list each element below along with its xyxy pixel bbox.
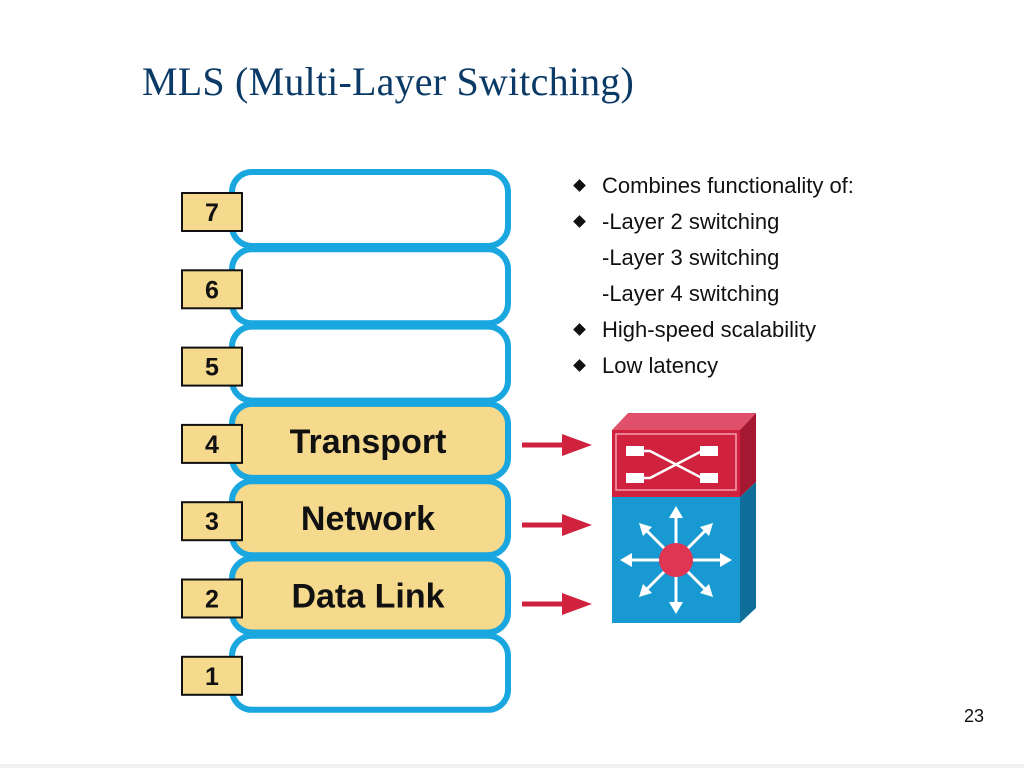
multilayer-switch-icon [612, 413, 756, 623]
osi-layer-box [229, 169, 511, 249]
layer-number: 6 [205, 276, 219, 304]
layer-name: Transport [290, 423, 447, 461]
osi-layer-6: 6 [181, 246, 511, 327]
page-number: 23 [964, 706, 985, 726]
layer-number-box [181, 501, 243, 542]
bullet-text: Combines functionality of: [602, 173, 854, 198]
layer-number: 4 [205, 431, 219, 459]
osi-layer-5: 5 [181, 323, 511, 404]
layer-name: Network [301, 500, 435, 538]
bullet-item: -Layer 4 switching [572, 276, 854, 312]
bullet-marker-icon [573, 179, 586, 192]
layer-number-box [181, 423, 243, 464]
layer-number-box [181, 269, 243, 310]
osi-layer-1: 1 [181, 632, 511, 713]
bullet-item: Combines functionality of: [572, 168, 854, 204]
layer-number-box [181, 655, 243, 696]
footer-divider [0, 764, 1024, 768]
arrow-layer2 [522, 593, 592, 615]
layer-number: 7 [205, 199, 219, 227]
layer-number-box [181, 578, 243, 619]
osi-layer-2: 2 Data Link [181, 555, 511, 636]
layer-number: 5 [205, 354, 219, 382]
feature-list: Combines functionality of: -Layer 2 swit… [572, 168, 854, 384]
osi-layer-box [229, 632, 511, 713]
arrow-layer3 [522, 514, 592, 536]
osi-layer-box [229, 246, 511, 327]
switch-hub [659, 543, 693, 577]
osi-layer-box [229, 323, 511, 404]
bullet-item: Low latency [572, 348, 854, 384]
arrow-layer4 [522, 434, 592, 456]
osi-layer-3: 3 Network [181, 478, 511, 559]
bullet-text: High-speed scalability [602, 317, 816, 342]
bullet-marker-icon [573, 215, 586, 228]
bullet-marker-icon [573, 359, 586, 372]
bullet-item: -Layer 3 switching [572, 240, 854, 276]
slide-title: MLS (Multi-Layer Switching) [142, 59, 635, 104]
osi-layer-stack: 7 6 5 4 Transport 3 Network 2 Data Link 1 [181, 169, 511, 713]
layer-number: 2 [205, 586, 219, 614]
bullet-text: -Layer 2 switching [602, 209, 780, 234]
bullet-text: -Layer 4 switching [602, 281, 780, 306]
bullet-item: -Layer 2 switching [572, 204, 854, 240]
mapping-arrows [522, 434, 592, 615]
layer-number-box [181, 192, 243, 232]
layer-number: 1 [205, 663, 219, 691]
bullet-marker-icon [573, 323, 586, 336]
bullet-item: High-speed scalability [572, 312, 854, 348]
layer-name: Data Link [291, 578, 444, 616]
layer-number: 3 [205, 508, 219, 536]
osi-layer-4: 4 Transport [181, 400, 511, 481]
bullet-text: -Layer 3 switching [602, 245, 780, 270]
layer-number-box [181, 346, 243, 387]
bullet-text: Low latency [602, 353, 719, 378]
osi-layer-7: 7 [181, 169, 511, 249]
